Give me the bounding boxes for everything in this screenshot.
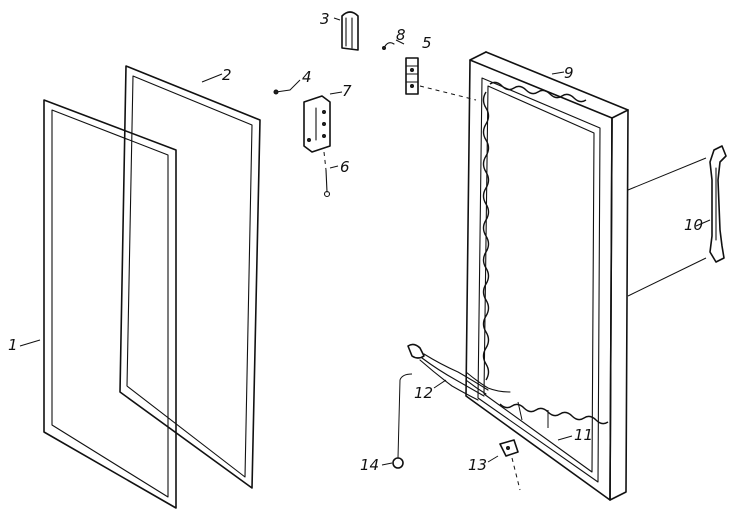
- label-part-14: 14: [360, 456, 379, 474]
- label-part-6: 6: [340, 158, 350, 176]
- part-4-screw: [273, 79, 301, 95]
- label-part-10: 10: [684, 216, 703, 234]
- part-14-bumper: [392, 373, 413, 469]
- label-part-1: 1: [8, 336, 18, 354]
- part-13-switch: [499, 439, 521, 491]
- label-part-5: 5: [422, 34, 432, 52]
- part-8-screw: [382, 42, 395, 50]
- label-leaders: [19, 17, 711, 466]
- part-10-door-handle: [627, 145, 727, 297]
- label-part-9: 9: [564, 64, 574, 82]
- label-part-7: 7: [342, 82, 352, 100]
- part-5-alignment-line: [419, 85, 477, 101]
- callout-labels: 1 2 3 4 5 6 7 8 9 10 11 12 13 14: [8, 10, 703, 474]
- part-3-hinge-cap: [341, 11, 359, 51]
- part-7-hinge-bracket: [303, 95, 331, 153]
- part-2-rear-frame: [119, 65, 261, 489]
- label-part-8: 8: [396, 26, 406, 44]
- label-part-3: 3: [320, 10, 330, 28]
- part-9-door-frame: [465, 51, 629, 501]
- label-part-11: 11: [574, 426, 593, 444]
- part-1-front-frame: [43, 99, 177, 509]
- label-part-13: 13: [468, 456, 487, 474]
- part-5-hinge-block: [405, 57, 419, 95]
- part-12-wire-harness: [407, 343, 489, 401]
- label-part-4: 4: [302, 68, 312, 86]
- part-6-hinge-pin: [323, 151, 331, 198]
- label-part-2: 2: [222, 66, 232, 84]
- label-part-12: 12: [414, 384, 433, 402]
